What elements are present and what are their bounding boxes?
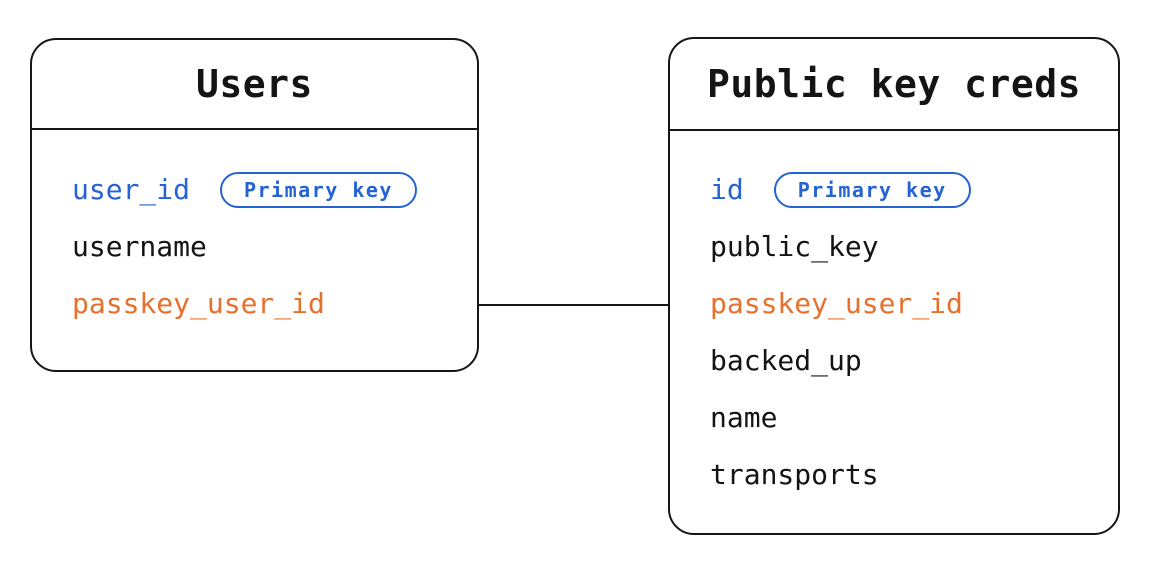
field-username: username [72, 218, 477, 275]
field-id: id Primary key [710, 161, 1118, 218]
table-users: Users user_id Primary key username passk… [30, 38, 479, 372]
field-transports-label: transports [710, 458, 879, 491]
field-id-label: id [710, 173, 744, 206]
field-public-key-label: public_key [710, 230, 879, 263]
table-public-key-creds-header: Public key creds [670, 39, 1118, 131]
field-passkey-user-id: passkey_user_id [710, 275, 1118, 332]
field-passkey-user-id-label: passkey_user_id [72, 287, 325, 320]
table-users-fields: user_id Primary key username passkey_use… [32, 130, 477, 332]
field-username-label: username [72, 230, 207, 263]
field-backed-up-label: backed_up [710, 344, 862, 377]
field-name: name [710, 389, 1118, 446]
field-public-key: public_key [710, 218, 1118, 275]
table-public-key-creds: Public key creds id Primary key public_k… [668, 37, 1120, 535]
primary-key-badge: Primary key [773, 171, 971, 208]
relationship-connector-line [479, 304, 668, 306]
primary-key-badge: Primary key [220, 171, 417, 208]
field-user-id: user_id Primary key [72, 161, 477, 218]
table-users-title: Users [196, 62, 313, 106]
table-public-key-creds-fields: id Primary key public_key passkey_user_i… [670, 131, 1118, 503]
field-name-label: name [710, 401, 778, 434]
field-passkey-user-id: passkey_user_id [72, 275, 477, 332]
field-backed-up: backed_up [710, 332, 1118, 389]
table-users-header: Users [32, 40, 477, 130]
field-transports: transports [710, 446, 1118, 503]
field-passkey-user-id-label: passkey_user_id [710, 287, 963, 320]
field-user-id-label: user_id [72, 173, 191, 206]
table-public-key-creds-title: Public key creds [706, 62, 1082, 106]
